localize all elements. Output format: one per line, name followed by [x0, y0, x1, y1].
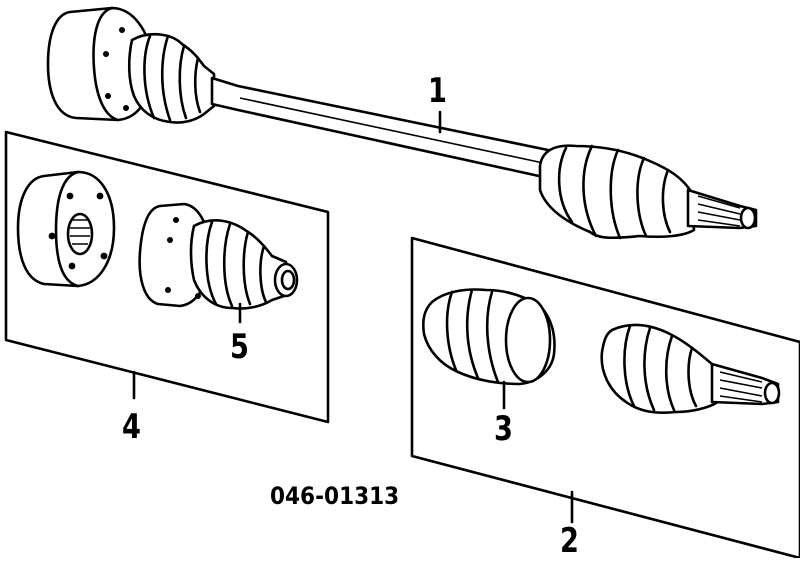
callout-4: 4 [122, 407, 141, 447]
drive-shaft-assembly [46, 6, 758, 240]
callout-1: 1 [428, 71, 447, 111]
outer-boot [538, 144, 696, 240]
callout-5: 5 [230, 327, 249, 367]
panel-outer-joint-kit [410, 236, 800, 558]
part-code: 046-01313 [270, 482, 400, 510]
outer-cv-joint [600, 323, 720, 414]
panel-inner-joint-kit [4, 130, 330, 424]
callout-2: 2 [560, 521, 579, 561]
flange-plate [16, 170, 116, 288]
callout-3: 3 [494, 409, 513, 449]
inner-boot [127, 32, 216, 124]
